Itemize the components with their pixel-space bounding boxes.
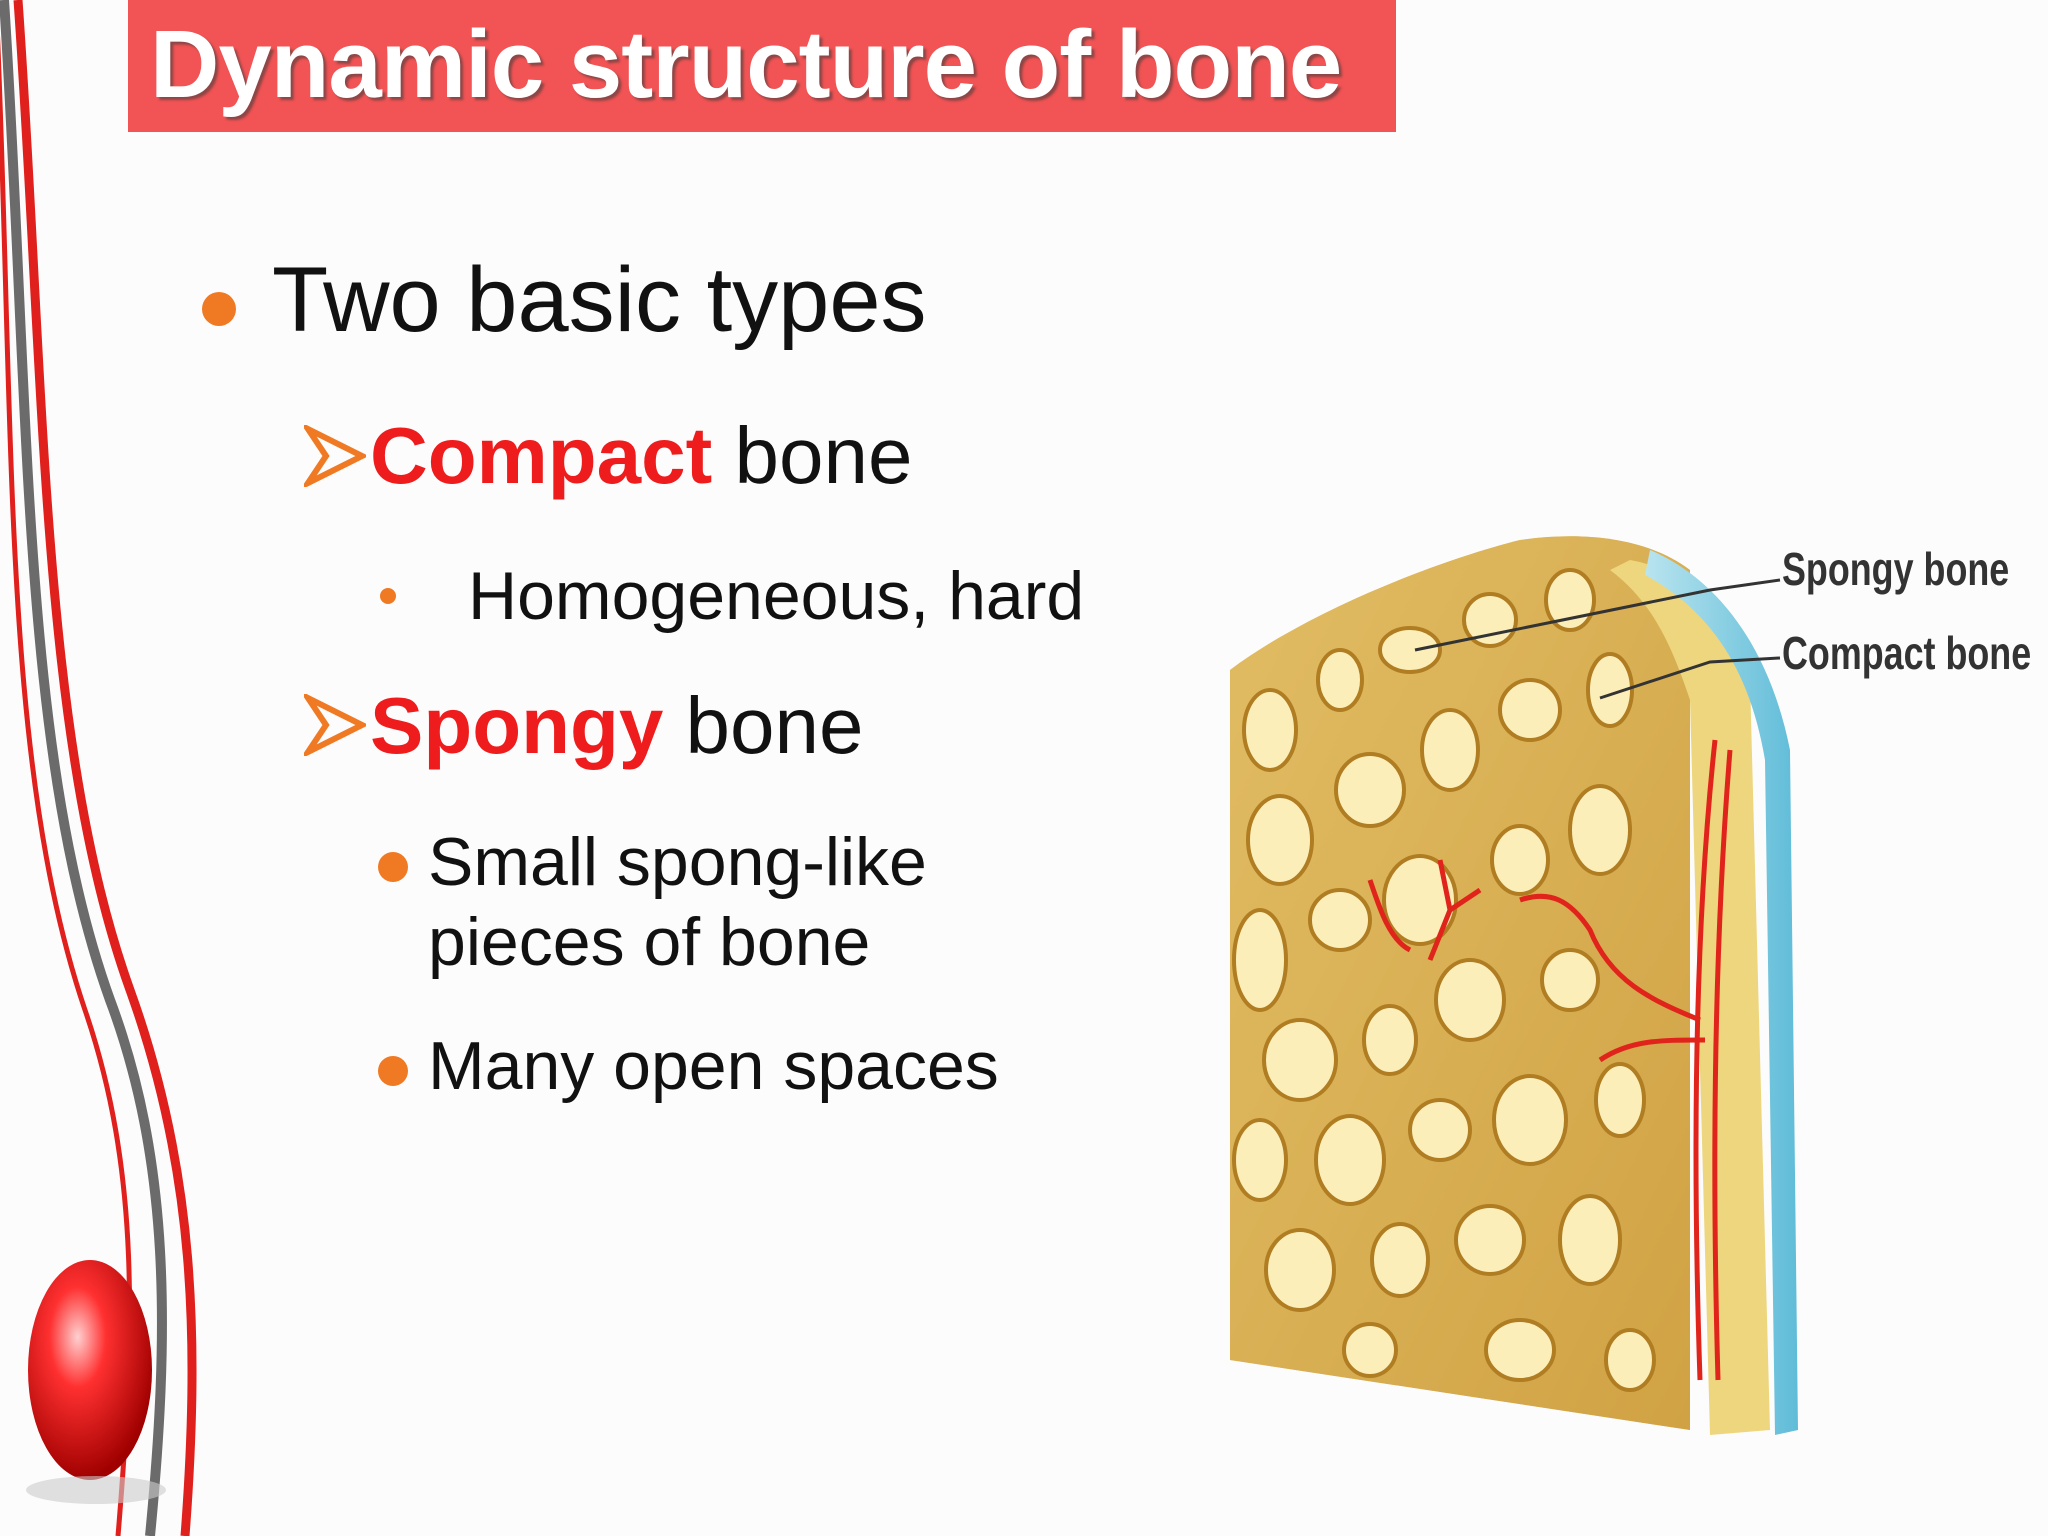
- spongy-emphasis: Spongy: [370, 681, 664, 770]
- compact-rest: bone: [712, 411, 913, 500]
- bullet-icon: [378, 852, 408, 882]
- spongy-bone-heading: Spongy bone: [370, 680, 864, 772]
- bullet-icon: [202, 292, 236, 326]
- spongy-detail-1-line2: pieces of bone: [428, 904, 871, 980]
- spongy-detail-2: Many open spaces: [428, 1028, 999, 1104]
- spongy-bone-label: Spongy bone: [1782, 543, 2010, 595]
- compact-bone-label: Compact bone: [1782, 627, 2032, 679]
- arrow-bullet-icon: [304, 694, 366, 756]
- bone-cross-section-illustration: [1230, 536, 1798, 1435]
- bullet-icon: [380, 588, 396, 604]
- red-orb-icon: [28, 1260, 152, 1480]
- title-bar: [128, 0, 1396, 132]
- compact-emphasis: Compact: [370, 411, 713, 500]
- slide-title: Dynamic structure of bone: [150, 11, 1342, 118]
- arrow-bullet-icon: [304, 425, 366, 487]
- spongy-rest: bone: [663, 681, 864, 770]
- compact-bone-heading: Compact bone: [370, 410, 912, 502]
- bullet-icon: [378, 1056, 408, 1086]
- bullet-main: Two basic types: [272, 249, 927, 351]
- decorative-swoosh: [0, 0, 197, 1536]
- spongy-detail-1-line1: Small spong-like: [428, 824, 927, 900]
- compact-detail: Homogeneous, hard: [468, 558, 1085, 634]
